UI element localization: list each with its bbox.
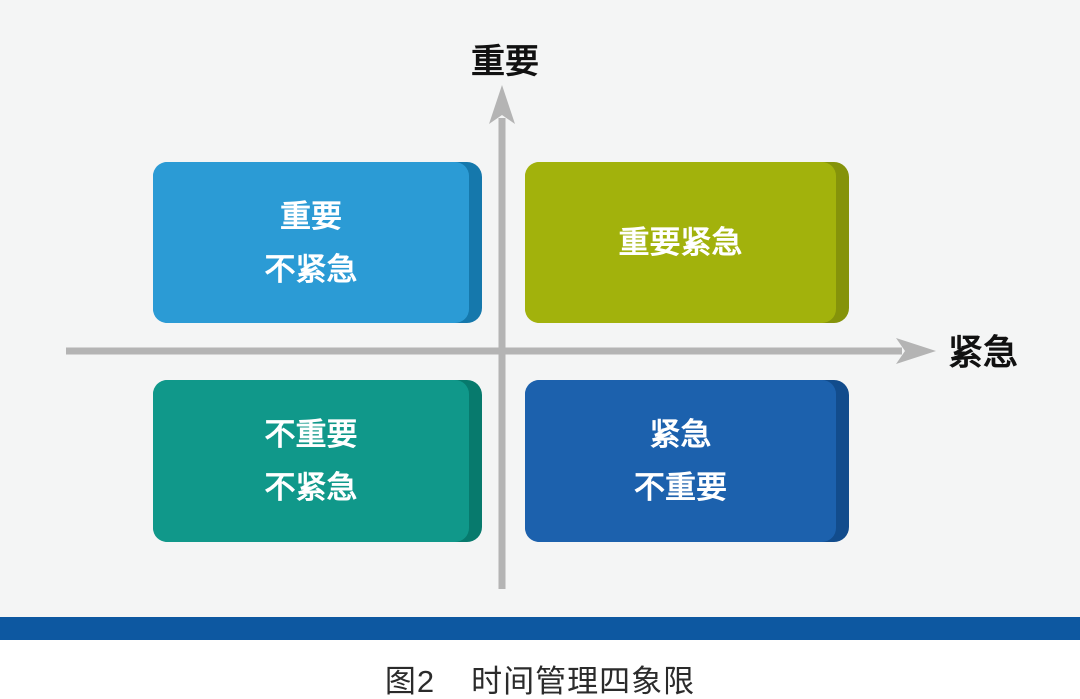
quadrant-label-line: 重要紧急 (618, 225, 743, 260)
quadrant-label-line: 不重要 (634, 470, 727, 505)
quadrant-label-line: 不紧急 (264, 251, 358, 287)
quadrant-label-line: 不紧急 (264, 470, 358, 505)
quadrant-label-line: 紧急 (649, 417, 712, 452)
quadrant-urgent-not-important: 紧急 不重要 (525, 380, 849, 542)
bottom-divider-bar (0, 617, 1080, 640)
quadrant-face: 重要 不紧急 (153, 162, 469, 323)
quadrant-face: 重要紧急 (525, 162, 836, 323)
figure-caption-number: 图2 (384, 664, 436, 699)
quadrant-not-important-not-urgent: 不重要 不紧急 (153, 380, 482, 542)
axis-label-urgent: 紧急 (948, 333, 1019, 373)
quadrant-important-not-urgent: 重要 不紧急 (153, 162, 482, 323)
figure-caption: 图2 时间管理四象限 (0, 656, 1080, 699)
quadrant-face: 不重要 不紧急 (153, 380, 469, 542)
figure-caption-title: 时间管理四象限 (471, 664, 696, 699)
axis-label-important: 重要 (471, 43, 539, 81)
quadrant-label-line: 不重要 (264, 417, 358, 452)
quadrant-important-urgent: 重要紧急 (525, 162, 849, 323)
quadrant-label-line: 重要 (280, 198, 342, 234)
quadrant-face: 紧急 不重要 (525, 380, 836, 542)
